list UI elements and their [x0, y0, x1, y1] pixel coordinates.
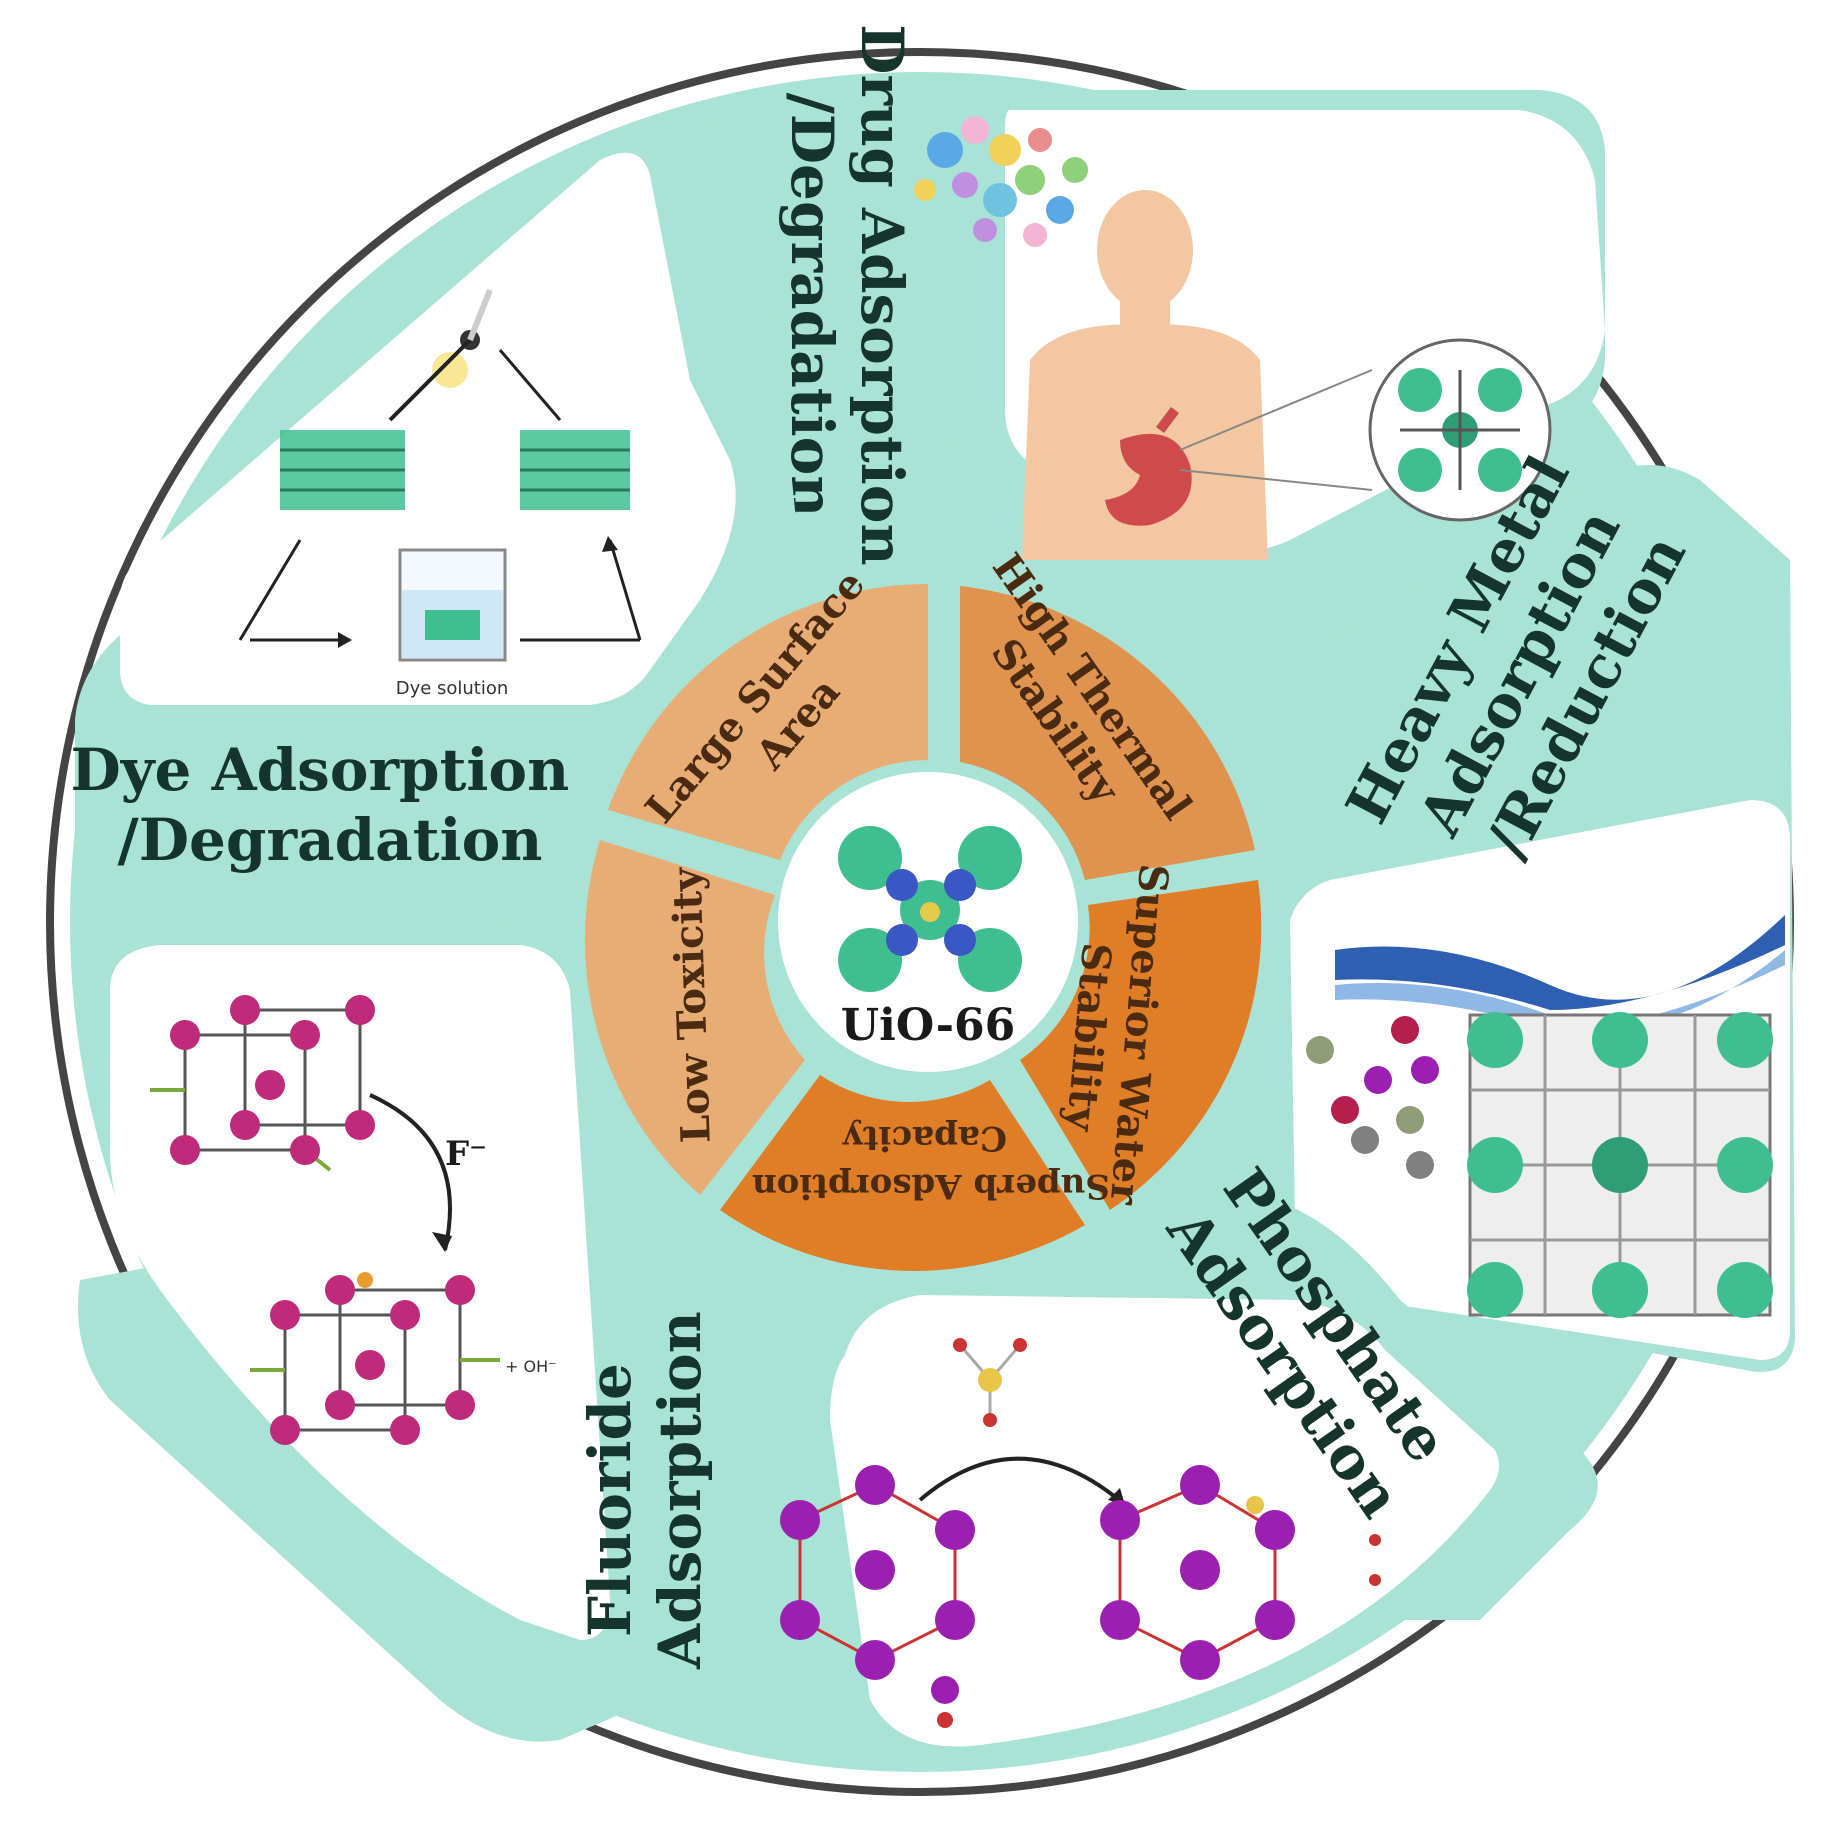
fluoride-panel: Fluoride Adsorption F⁻ + OH⁻ — [78, 945, 781, 1742]
property-label-4: Low Toxicity — [663, 865, 720, 1144]
reaction-arrow-icon — [369, 1093, 452, 1251]
property-segment-0 — [608, 584, 928, 860]
drug-molecules-icon — [914, 116, 1088, 247]
beaker-icon — [398, 548, 507, 662]
property-segment-2 — [1020, 880, 1262, 1210]
property-segment-4 — [584, 840, 805, 1195]
uio66-crystal-icon — [838, 826, 1022, 992]
water-wave-icon — [1335, 915, 1785, 1030]
property-segment-1 — [960, 586, 1255, 880]
property-label-3: Superb Adsorption Capacity — [740, 1118, 1110, 1206]
phosphate-panel: Phosphate Adsorption — [780, 1156, 1598, 1747]
zr-lattice-icon — [250, 1272, 500, 1445]
cycle-arrow-icon — [238, 349, 642, 648]
hydroxide-label: + OH⁻ — [505, 1357, 557, 1376]
property-ring: Large Surface Area High Thermal Stabilit… — [584, 545, 1262, 1271]
drug-panel-title: Drug Adsorption /Degradation — [778, 24, 916, 586]
zr-cluster-icon — [1100, 1465, 1381, 1680]
uio66-hub: UiO-66 — [778, 772, 1078, 1072]
fluoride-ion-label: F⁻ — [445, 1134, 487, 1174]
dye-solution-label: Dye solution — [396, 678, 509, 699]
zr-cluster-icon — [780, 1465, 975, 1728]
fluoride-panel-title: Fluoride Adsorption — [576, 1311, 714, 1670]
mof-layer-icon — [280, 430, 630, 510]
stomach-icon — [1105, 407, 1192, 526]
heavy-metal-panel: Heavy Metal Adsorption /Reduction — [1235, 445, 1795, 1372]
metal-ion-icon — [1306, 1016, 1439, 1179]
dye-panel: Dye Adsorption /Degradation — [71, 118, 800, 930]
reaction-arrow-icon — [918, 1456, 1127, 1507]
drug-panel: Drug Adsorption /Degradation — [710, 24, 1605, 586]
phosphate-molecule-icon — [953, 1338, 1027, 1427]
light-source-icon — [388, 288, 493, 422]
zr-lattice-icon — [150, 995, 375, 1172]
hub-label: UiO-66 — [841, 1000, 1016, 1051]
property-segment-3 — [720, 1075, 1085, 1271]
uio66-crystal-icon — [1467, 1012, 1773, 1318]
dye-panel-title: Dye Adsorption /Degradation — [71, 736, 590, 874]
